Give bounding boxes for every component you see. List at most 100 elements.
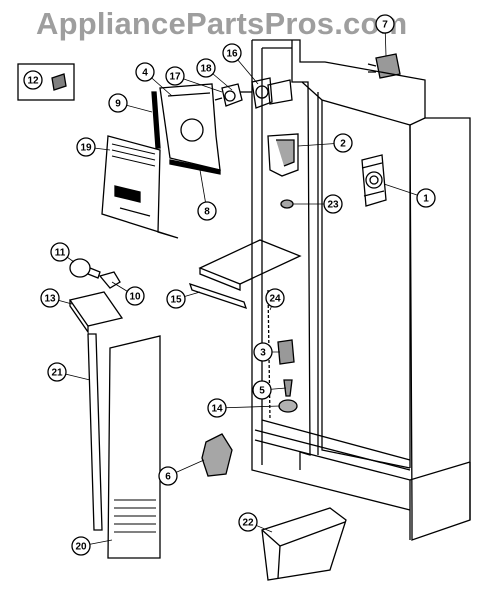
- callout-number: 19: [80, 143, 92, 154]
- callout-circle: [135, 62, 155, 82]
- part-water-valve: [367, 53, 401, 79]
- callout-circle: [252, 380, 272, 400]
- callout-number: 1: [423, 194, 429, 205]
- callout-number: 6: [165, 472, 171, 483]
- callout-number: 8: [204, 207, 210, 218]
- callout-10: 10: [125, 286, 145, 306]
- callout-12: 12: [23, 70, 43, 90]
- callout-4: 4: [135, 62, 155, 82]
- callout-number: 11: [55, 248, 66, 259]
- callout-circle: [253, 342, 273, 362]
- part-crisper-bin: [261, 507, 347, 581]
- callout-number: 2: [340, 139, 346, 150]
- part-shelf: [188, 239, 302, 310]
- callout-number: 14: [211, 404, 223, 415]
- callout-circle: [125, 286, 145, 306]
- callout-circle: [196, 58, 216, 78]
- part-socket: [98, 271, 121, 289]
- leader-lines: [49, 23, 427, 547]
- callout-circle: [333, 133, 353, 153]
- part-vertical-strip: [151, 91, 161, 149]
- callout-number: 24: [269, 294, 281, 305]
- callout-number: 7: [382, 20, 388, 31]
- callout-circle: [323, 194, 343, 214]
- callout-number: 4: [142, 68, 148, 79]
- part-long-strip: [87, 333, 103, 531]
- callout-16: 16: [222, 43, 242, 63]
- callout-number: 10: [129, 292, 141, 303]
- callout-15: 15: [166, 289, 186, 309]
- callout-number: 3: [260, 348, 266, 359]
- part-mounting-plate: [159, 83, 221, 171]
- callout-19: 19: [76, 137, 96, 157]
- part-clip: [277, 339, 295, 365]
- callout-number: 5: [259, 386, 265, 397]
- part-fan-cover: [361, 154, 387, 207]
- watermark-logo: AppliancePartsPros.com: [36, 6, 408, 41]
- callout-number: 21: [51, 368, 63, 379]
- part-light-cover: [68, 291, 124, 335]
- callout-number: 22: [242, 518, 254, 529]
- part-fan-motor: [214, 77, 273, 109]
- callout-11: 11: [50, 242, 70, 262]
- callout-circle: [158, 466, 178, 486]
- callout-number: 20: [75, 542, 87, 553]
- part-small-screw: [280, 199, 294, 209]
- callout-5: 5: [252, 380, 272, 400]
- part-upper-panel: [101, 135, 179, 239]
- callout-22: 22: [238, 512, 258, 532]
- callout-circle: [197, 201, 217, 221]
- cabinet-outline: [251, 39, 471, 541]
- callout-circle: [222, 43, 242, 63]
- callout-circle: [166, 289, 186, 309]
- callout-circle: [416, 188, 436, 208]
- callout-3: 3: [253, 342, 273, 362]
- callout-1: 1: [416, 188, 436, 208]
- callout-circle: [265, 288, 285, 308]
- callout-number: 9: [115, 99, 121, 110]
- callout-7: 7: [375, 14, 395, 34]
- callout-number: 23: [327, 200, 339, 211]
- callout-circle: [165, 66, 185, 86]
- callout-2: 2: [333, 133, 353, 153]
- callout-13: 13: [40, 288, 60, 308]
- callout-circle: [50, 242, 70, 262]
- part-light-bulb: [69, 258, 101, 279]
- part-horizontal-bar: [169, 159, 221, 175]
- callout-number: 17: [169, 72, 181, 83]
- callout-circle: [238, 512, 258, 532]
- part-washer: [278, 399, 298, 413]
- part-light-shield: [201, 433, 233, 477]
- callout-circle: [108, 93, 128, 113]
- part-lower-panel: [107, 335, 161, 559]
- callout-circle: [40, 288, 60, 308]
- callout-circle: [207, 398, 227, 418]
- callout-circle: [375, 14, 395, 34]
- callout-17: 17: [165, 66, 185, 86]
- part-screw: [283, 379, 293, 397]
- callout-18: 18: [196, 58, 216, 78]
- leader-line-14: [216, 405, 281, 409]
- callout-number: 13: [44, 294, 56, 305]
- callout-circle: [76, 137, 96, 157]
- callout-circle: [47, 362, 67, 382]
- part-bracket: [267, 133, 299, 177]
- callout-circle: [23, 70, 43, 90]
- callout-6: 6: [158, 466, 178, 486]
- callout-number: 18: [200, 64, 212, 75]
- callout-20: 20: [71, 536, 91, 556]
- callout-23: 23: [323, 194, 343, 214]
- callout-8: 8: [197, 201, 217, 221]
- callout-21: 21: [47, 362, 67, 382]
- callout-number: 12: [27, 76, 39, 87]
- callout-24: 24: [265, 288, 285, 308]
- callout-circle: [71, 536, 91, 556]
- callout-14: 14: [207, 398, 227, 418]
- callout-number: 15: [170, 295, 182, 306]
- callout-9: 9: [108, 93, 128, 113]
- part-inset-box: [17, 63, 75, 101]
- callout-number: 16: [226, 49, 238, 60]
